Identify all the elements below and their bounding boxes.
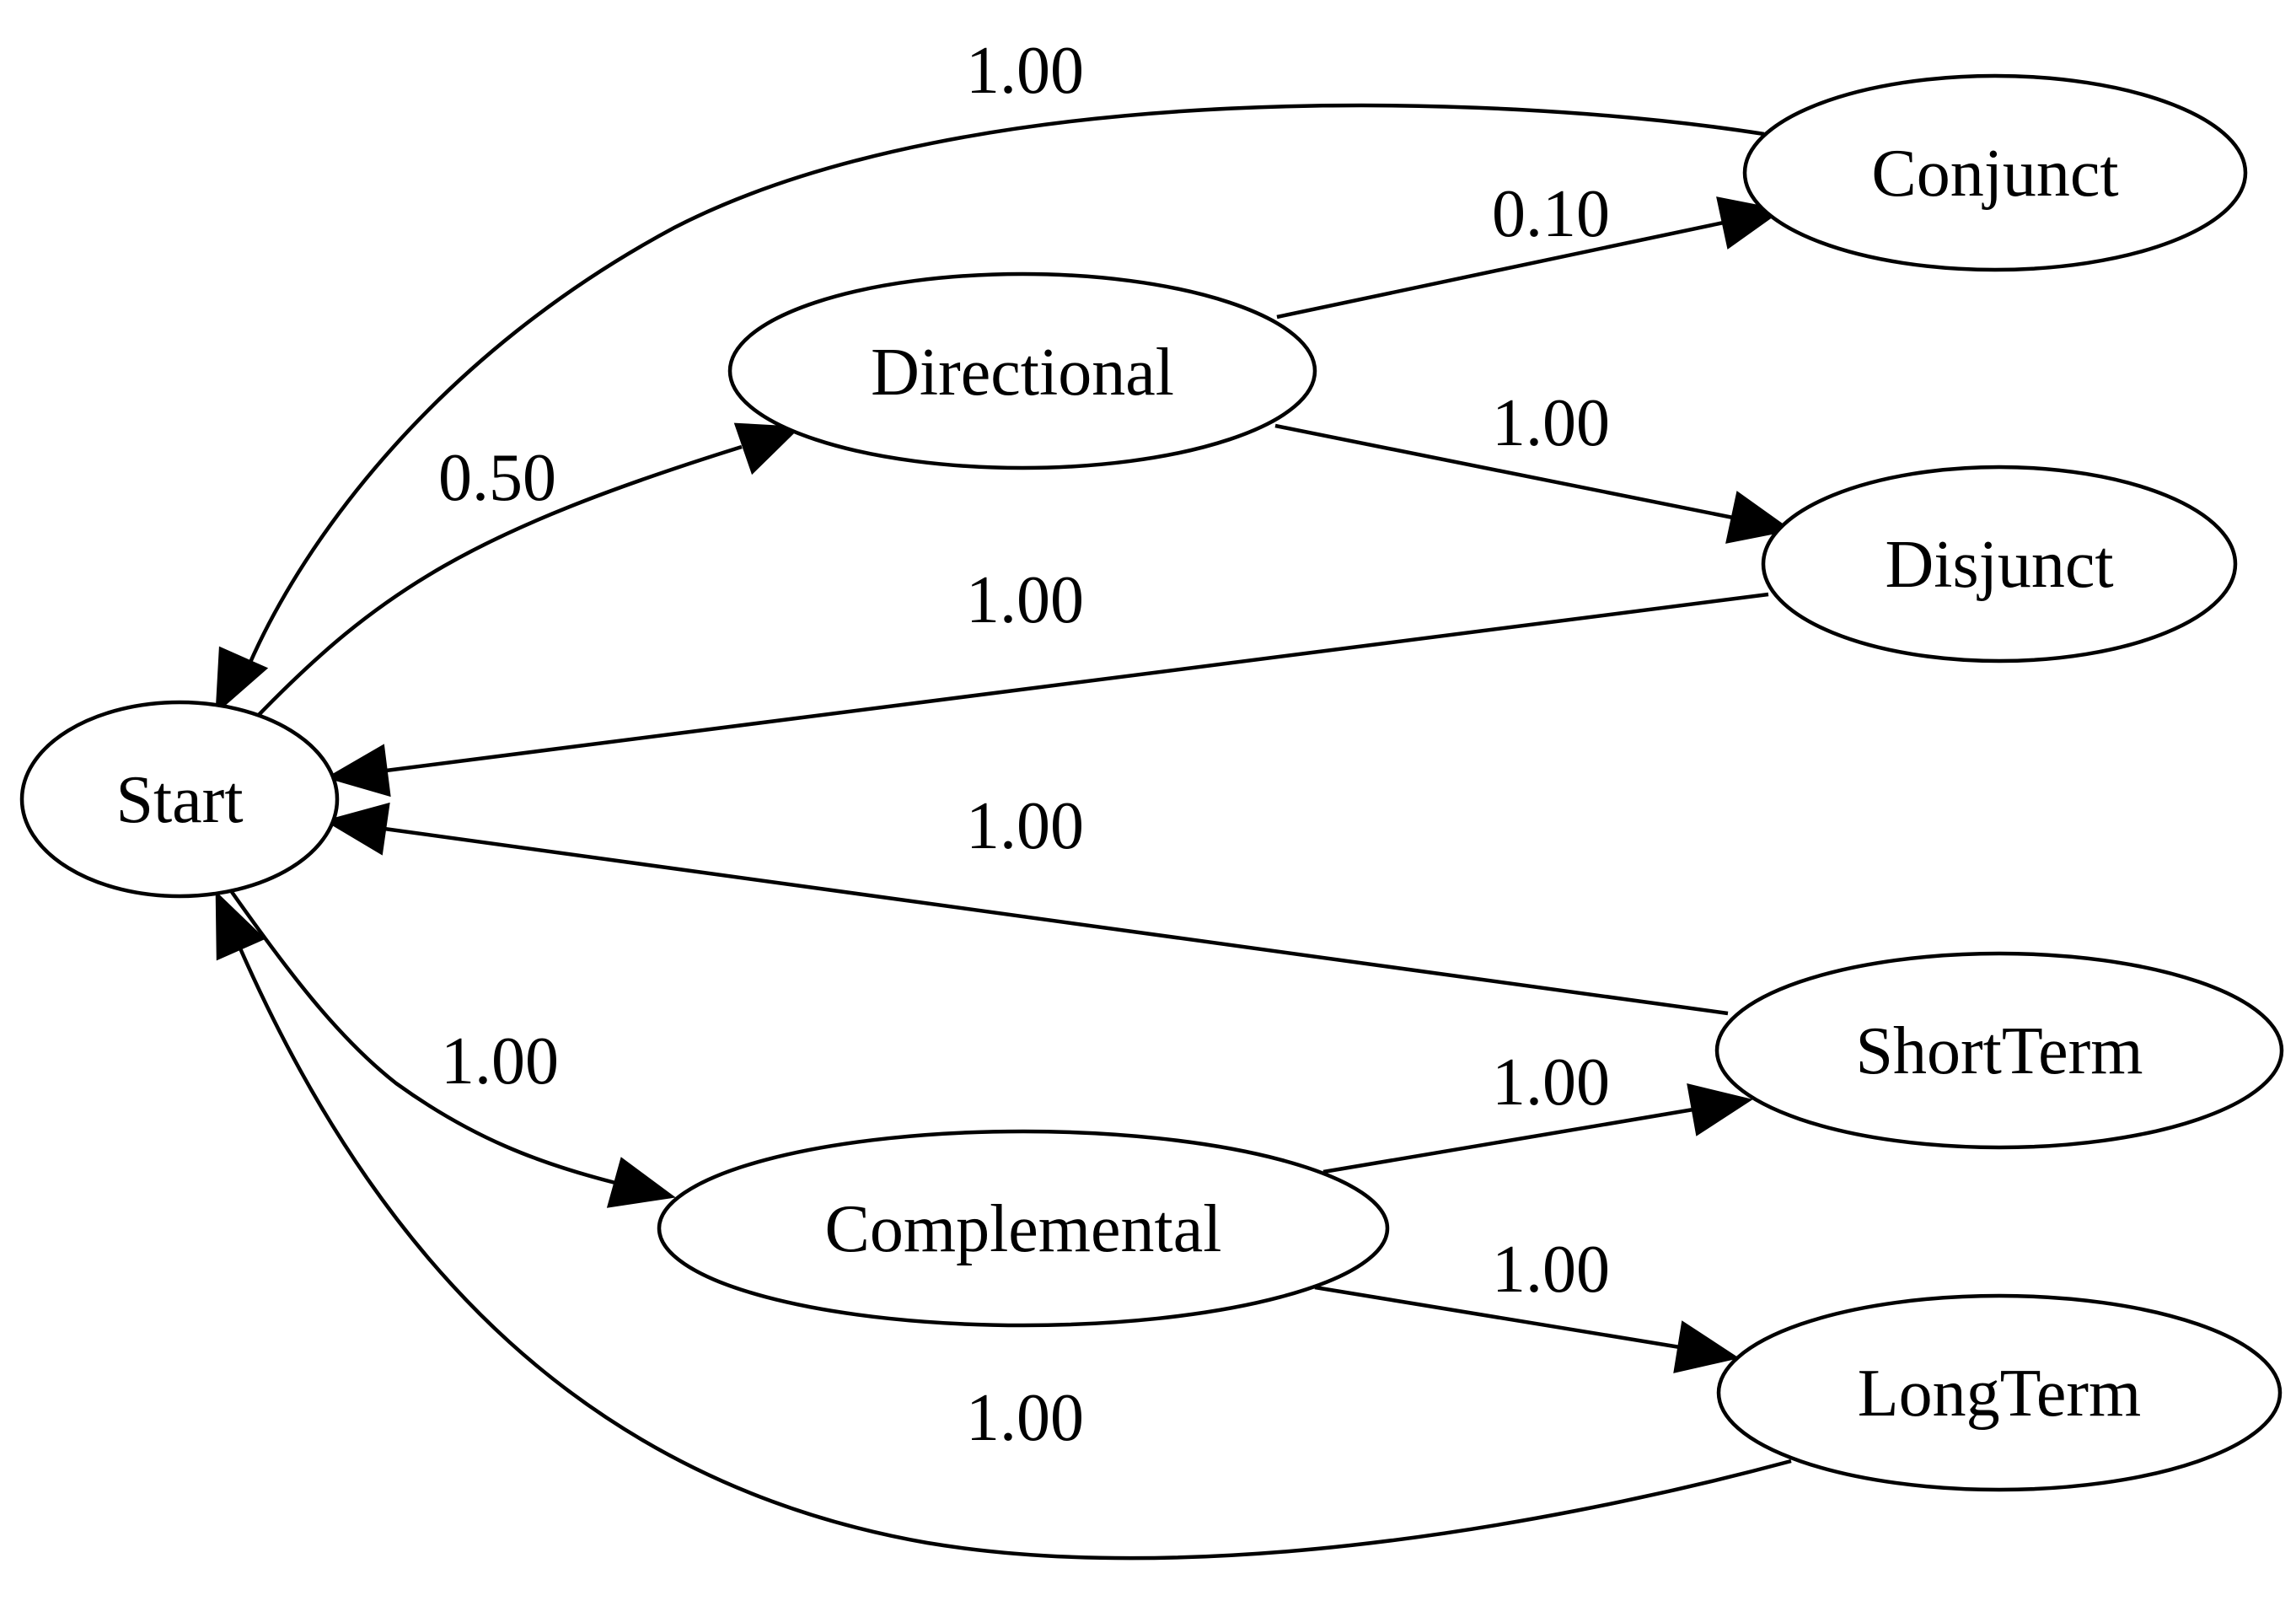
node-ellipse — [1742, 73, 2248, 272]
node-ellipse — [1716, 1293, 2283, 1492]
edge-complemental-to-longterm — [1314, 1285, 1740, 1373]
arrowhead-icon — [215, 646, 269, 715]
edge-line — [238, 948, 1792, 1561]
node-complemental[interactable]: Complemental — [657, 1129, 1390, 1328]
edge-line — [385, 592, 1769, 773]
node-ellipse — [1714, 951, 2284, 1150]
arrowhead-icon — [1725, 491, 1793, 544]
edge-label-complemental-to-longterm: 1.00 — [1492, 1233, 1610, 1307]
edge-conjunct-to-start — [215, 103, 1765, 715]
edge-label-disjunct-to-start: 1.00 — [966, 563, 1084, 637]
node-label: Complemental — [824, 1192, 1221, 1266]
arrowhead-icon — [606, 1157, 676, 1208]
edge-label-directional-to-conjunct: 0.10 — [1492, 177, 1610, 251]
node-label: Conjunct — [1871, 137, 2118, 211]
edge-label-conjunct-to-start: 1.00 — [966, 34, 1084, 108]
edge-label-shortterm-to-start: 1.00 — [966, 789, 1084, 863]
edge-shortterm-to-start — [324, 802, 1729, 1016]
node-disjunct[interactable]: Disjunct — [1761, 465, 2238, 664]
node-label: LongTerm — [1858, 1357, 2142, 1431]
edge-disjunct-to-start — [325, 592, 1769, 798]
edge-start-to-complemental — [230, 890, 676, 1208]
node-conjunct[interactable]: Conjunct — [1742, 73, 2248, 272]
edge-line — [384, 826, 1729, 1016]
edge-label-longterm-to-start: 1.00 — [966, 1381, 1084, 1455]
edge-line — [246, 103, 1765, 667]
arrowhead-icon — [215, 890, 266, 961]
node-label: Start — [115, 763, 243, 837]
node-label: Disjunct — [1885, 528, 2113, 602]
edge-line — [1322, 1107, 1694, 1174]
node-longterm[interactable]: LongTerm — [1716, 1293, 2283, 1492]
edge-start-to-directional — [254, 422, 802, 720]
node-shortterm[interactable]: ShortTerm — [1714, 951, 2284, 1150]
edge-label-start-to-directional: 0.50 — [438, 441, 556, 515]
arrowhead-icon — [324, 802, 390, 856]
edge-label-start-to-complemental: 1.00 — [441, 1024, 559, 1099]
arrowhead-icon — [325, 744, 391, 798]
node-start[interactable]: Start — [19, 700, 340, 899]
edge-line — [254, 444, 743, 720]
edge-complemental-to-shortterm — [1322, 1083, 1753, 1174]
node-directional[interactable]: Directional — [727, 271, 1317, 470]
arrowhead-icon — [733, 422, 802, 475]
edge-line — [1274, 423, 1734, 520]
node-ellipse — [19, 700, 340, 899]
edge-line — [230, 890, 616, 1185]
node-ellipse — [727, 271, 1317, 470]
edge-directional-to-disjunct — [1274, 423, 1793, 544]
node-ellipse — [657, 1129, 1390, 1328]
edge-label-directional-to-disjunct: 1.00 — [1492, 386, 1610, 460]
node-ellipse — [1761, 465, 2238, 664]
arrowhead-icon — [1687, 1083, 1753, 1136]
edge-line — [1276, 220, 1725, 320]
node-label: ShortTerm — [1855, 1014, 2143, 1088]
node-label: Directional — [871, 336, 1174, 410]
edge-longterm-to-start — [215, 890, 1792, 1561]
edge-label-complemental-to-shortterm: 1.00 — [1492, 1045, 1610, 1120]
arrowhead-icon — [1673, 1320, 1740, 1373]
edge-line — [1314, 1285, 1681, 1350]
